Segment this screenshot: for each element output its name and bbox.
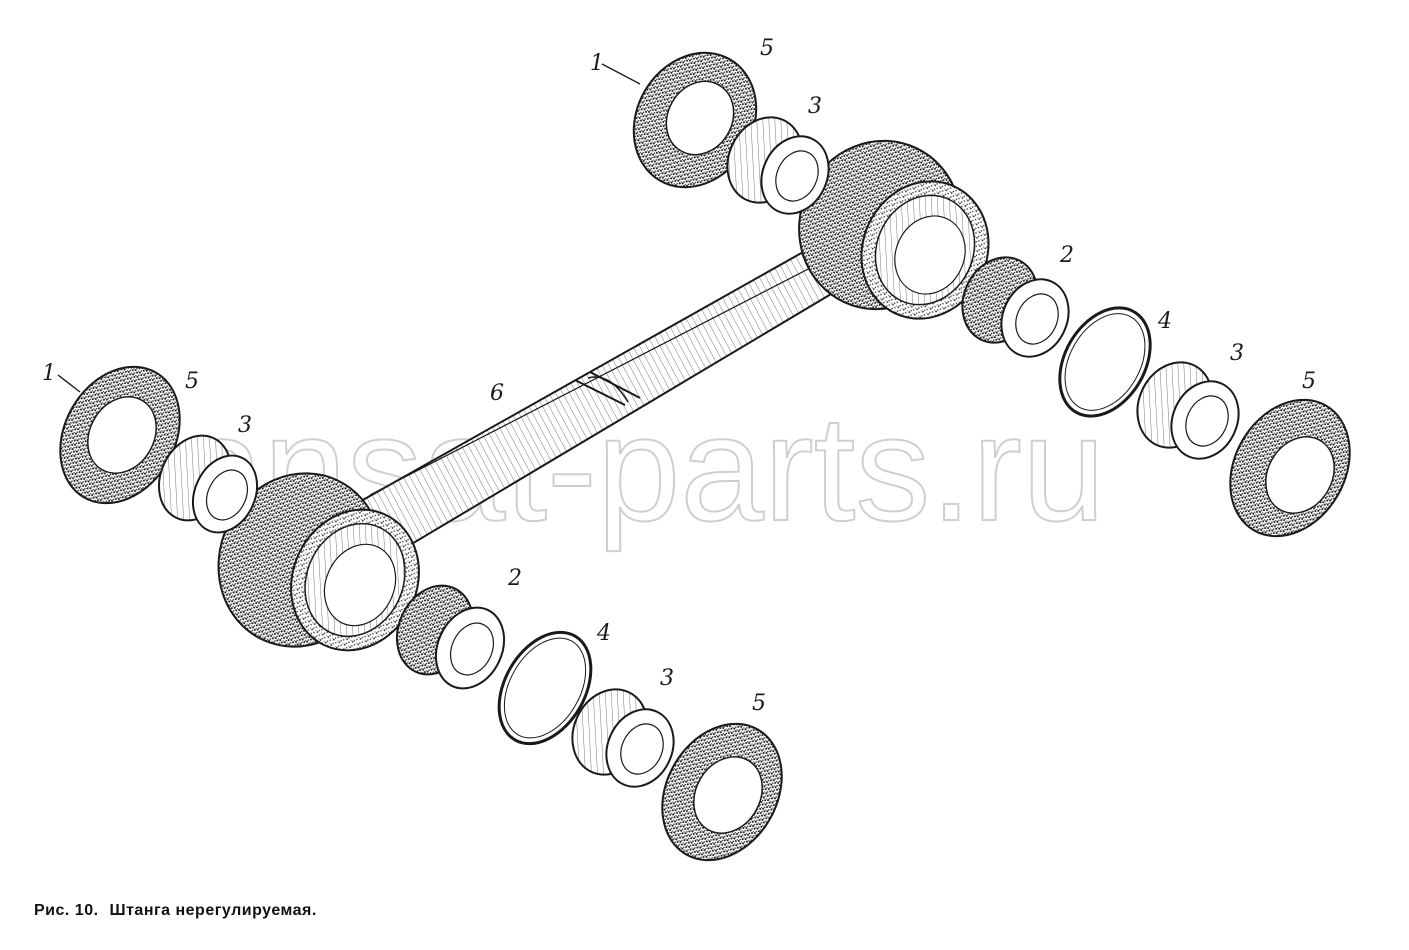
bearing-right	[961, 256, 1070, 358]
callout-3-top: 3	[808, 94, 822, 119]
callout-5-top: 5	[760, 36, 774, 61]
cover-washer-bottom	[661, 722, 783, 862]
callout-4-bottom: 4	[596, 621, 611, 646]
figure-title: Штанга нерегулируемая.	[109, 902, 317, 919]
callout-5-right: 5	[1302, 369, 1316, 394]
cover-washer-top-left	[632, 51, 758, 189]
callout-1-top: 1	[590, 51, 604, 76]
figure-caption: Рис. 10. Штанга нерегулируемая.	[34, 902, 323, 920]
callout-3-right: 3	[1230, 341, 1244, 366]
figure-label: Рис. 10.	[34, 902, 99, 919]
bushing-bottom	[571, 688, 675, 788]
bushing-left	[158, 434, 259, 534]
cover-washer-right	[1229, 398, 1351, 538]
leader-lines	[57, 63, 641, 393]
bushing-top-left	[726, 116, 830, 215]
callout-1-left: 1	[42, 361, 56, 386]
callout-3-left: 3	[238, 413, 252, 438]
callout-3-bottom: 3	[660, 666, 674, 691]
retaining-ring-bottom	[497, 630, 593, 746]
callout-2-bottom: 2	[507, 566, 522, 591]
rod-eye-top	[798, 139, 990, 320]
bearing-bottom	[396, 584, 506, 690]
callout-2-right: 2	[1059, 243, 1074, 268]
bushing-right	[1136, 361, 1240, 460]
callout-4-right: 4	[1157, 309, 1172, 334]
callout-labels: 1 5 3 2 4 3 5 6 1 5 3 2 4 3 5	[42, 36, 1316, 716]
callout-6: 6	[490, 381, 504, 406]
callout-5-left: 5	[185, 369, 199, 394]
callout-5-bottom: 5	[752, 691, 766, 716]
retaining-ring-right	[1058, 306, 1152, 418]
